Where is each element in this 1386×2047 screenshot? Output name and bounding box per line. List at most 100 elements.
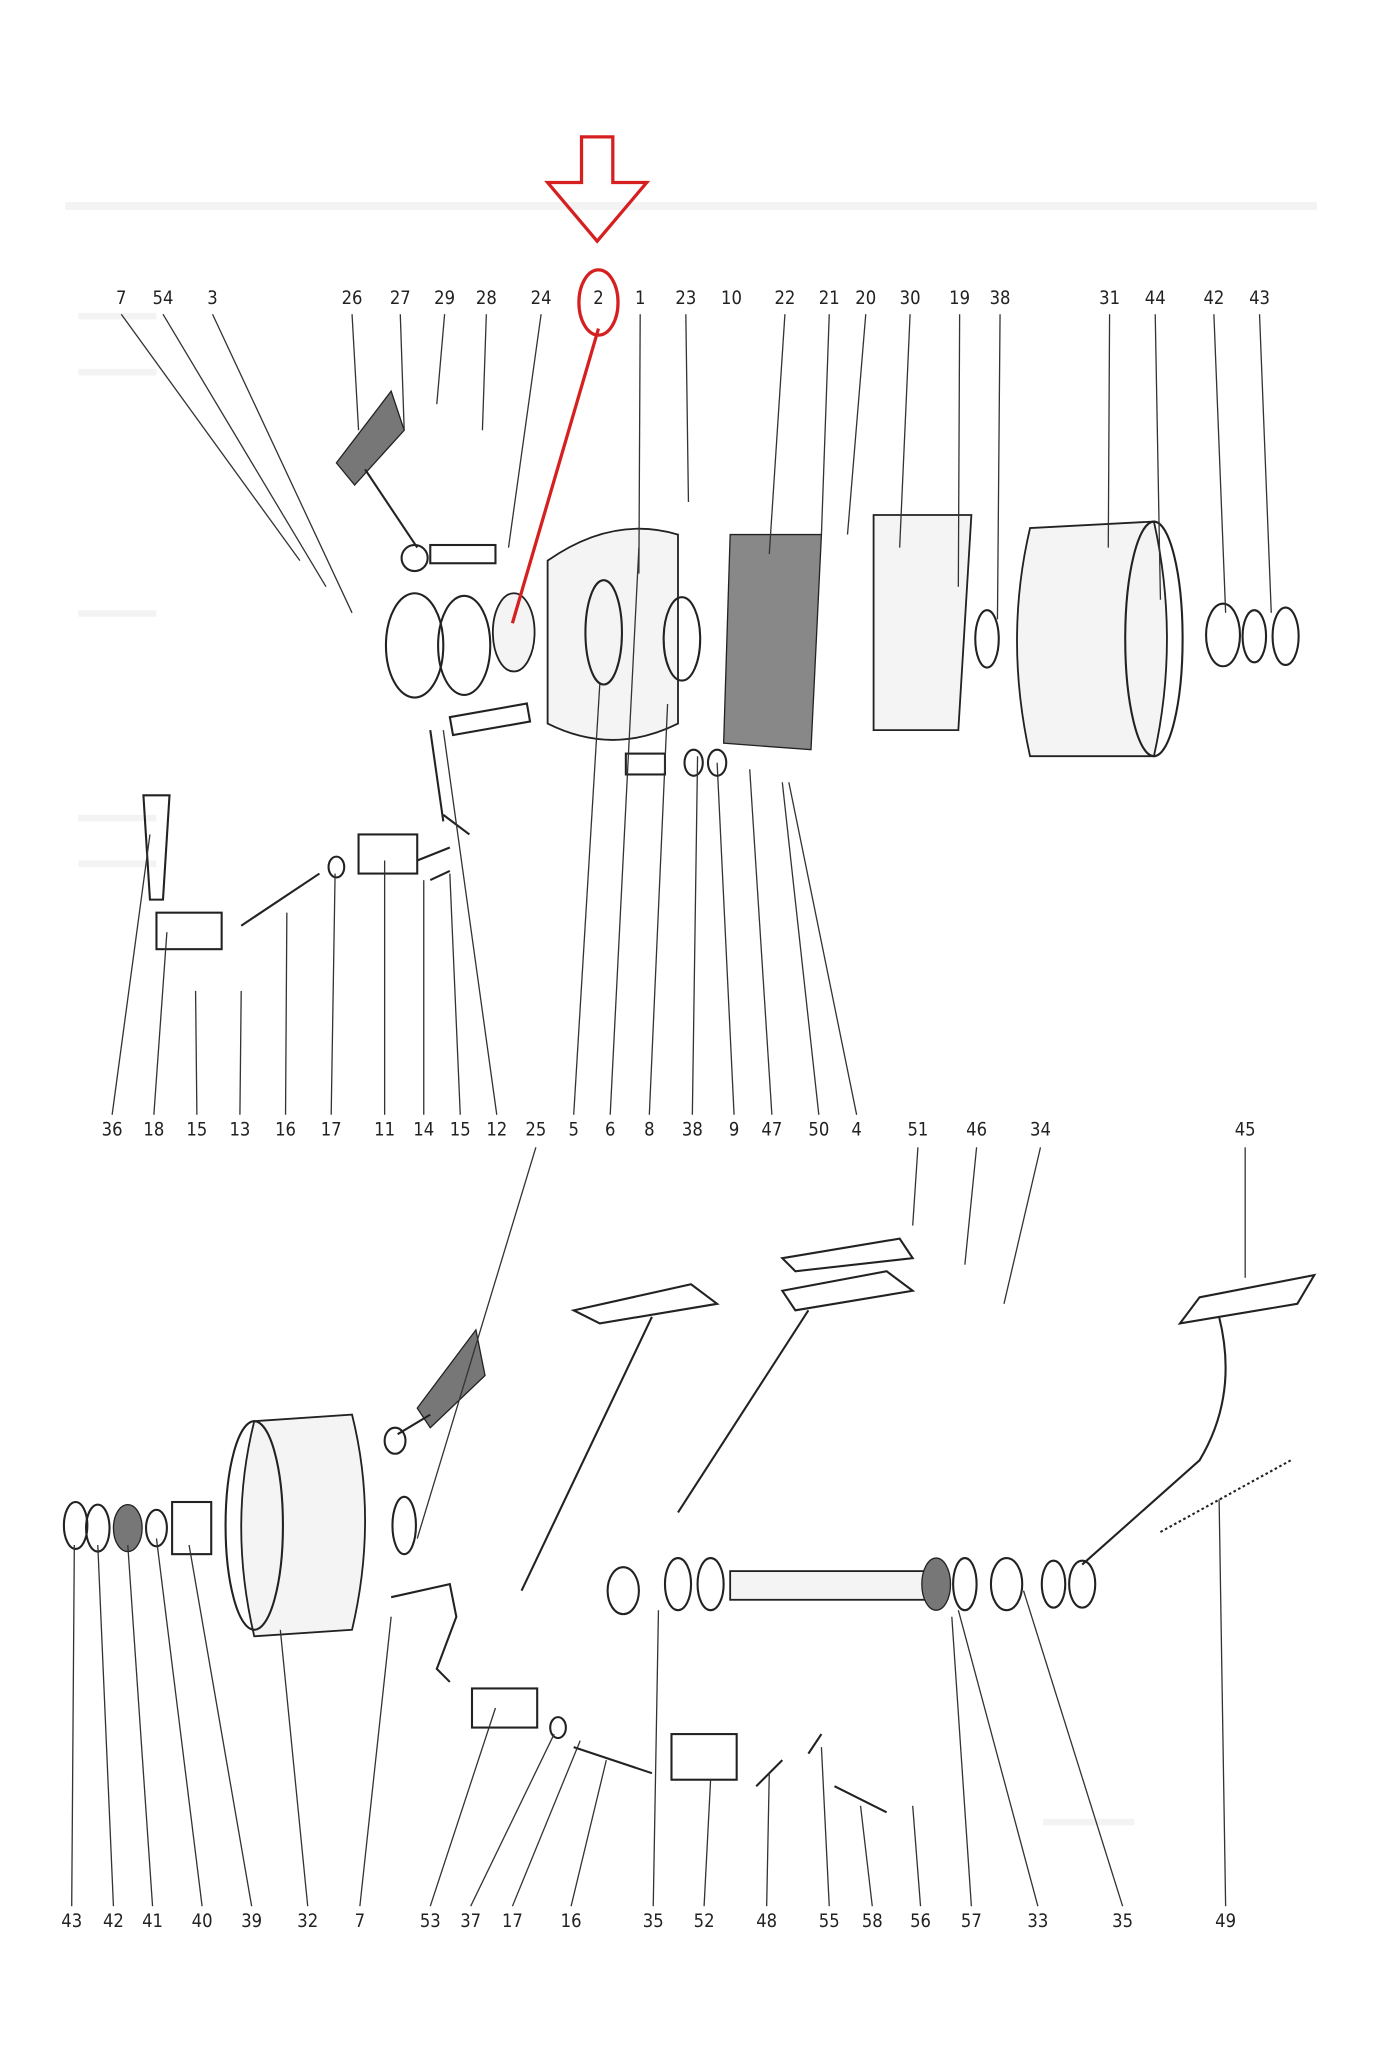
pedal-45: [1081, 1273, 1317, 1566]
part-label-26: 26: [342, 288, 363, 309]
leader-line: [351, 314, 360, 431]
part-label-17: 17: [502, 1911, 523, 1932]
part-label-21: 21: [819, 288, 840, 309]
leader-line: [284, 912, 288, 1115]
leader-line: [691, 756, 699, 1115]
part-label-45: 45: [1235, 1120, 1256, 1141]
part-label-11: 11: [374, 1120, 395, 1141]
brake-drum-lower: [240, 1413, 366, 1638]
leader-line: [859, 1805, 873, 1907]
leader-line: [703, 1779, 712, 1907]
part-label-4: 4: [851, 1120, 861, 1141]
pedal-47: [520, 1283, 720, 1592]
leader-line: [648, 704, 669, 1115]
leader-line: [820, 1747, 830, 1907]
leader-line: [239, 990, 242, 1115]
leader-line: [573, 684, 601, 1115]
spring-49: [1159, 1459, 1292, 1533]
brake-lining: [722, 533, 823, 751]
part-label-27: 27: [390, 288, 411, 309]
part-label-54: 54: [153, 288, 174, 309]
seal-ring-large: [384, 592, 445, 699]
part-label-43: 43: [1249, 288, 1270, 309]
leader-line: [194, 990, 198, 1115]
bearing-ring: [662, 596, 702, 682]
part-label-38: 38: [682, 1120, 703, 1141]
leader-line: [781, 782, 820, 1115]
part-label-13: 13: [229, 1120, 250, 1141]
leader-line: [1218, 1499, 1227, 1907]
part-label-15: 15: [186, 1120, 207, 1141]
lower-pedal-assembly: [62, 1237, 1317, 1814]
part-label-18: 18: [143, 1120, 164, 1141]
leader-line: [570, 1760, 607, 1907]
leader-line: [964, 1147, 978, 1265]
part-label-56: 56: [910, 1911, 931, 1932]
part-label-31: 31: [1099, 288, 1120, 309]
leader-line: [716, 762, 735, 1115]
part-label-48: 48: [756, 1911, 777, 1932]
part-label-34: 34: [1030, 1120, 1051, 1141]
part-label-16: 16: [561, 1911, 582, 1932]
part-label-24: 24: [531, 288, 552, 309]
part-label-20: 20: [855, 288, 876, 309]
part-label-28: 28: [476, 288, 497, 309]
leader-line: [996, 314, 1001, 620]
part-label-53: 53: [420, 1911, 441, 1932]
part-label-42: 42: [103, 1911, 124, 1932]
part-label-51: 51: [907, 1120, 928, 1141]
leader-line: [97, 1545, 115, 1907]
seal-ring: [437, 594, 492, 696]
leader-line: [685, 314, 690, 502]
leader-line: [846, 314, 867, 535]
part-label-39: 39: [241, 1911, 262, 1932]
leader-line: [638, 314, 641, 574]
bearing-2: [491, 592, 536, 673]
part-label-2: 2: [593, 288, 603, 309]
brake-drum: [1016, 520, 1168, 758]
part-label-35: 35: [643, 1911, 664, 1932]
leader-line: [768, 314, 786, 555]
nut: [1205, 602, 1242, 668]
brake-shoe: [872, 514, 973, 732]
part-label-8: 8: [644, 1120, 654, 1141]
part-label-16: 16: [275, 1120, 296, 1141]
upper-brake-assembly: [142, 389, 1300, 951]
leader-line: [951, 1616, 973, 1907]
part-label-17: 17: [321, 1120, 342, 1141]
leader-line: [1107, 314, 1111, 548]
part-label-33: 33: [1027, 1911, 1048, 1932]
leader-line: [211, 313, 353, 614]
part-label-42: 42: [1203, 288, 1224, 309]
part-label-7: 7: [116, 288, 126, 309]
leader-line: [899, 314, 911, 548]
leader-line: [1213, 314, 1227, 613]
brake-backplate: [546, 527, 679, 741]
part-label-25: 25: [525, 1120, 546, 1141]
part-label-37: 37: [460, 1911, 481, 1932]
part-label-41: 41: [142, 1911, 163, 1932]
highlight-circle: [577, 268, 620, 337]
leader-line: [957, 314, 961, 587]
leader-line: [359, 1616, 392, 1907]
leader-line: [399, 314, 405, 431]
part-label-1: 1: [635, 288, 645, 309]
part-label-55: 55: [819, 1911, 840, 1932]
part-label-9: 9: [729, 1120, 739, 1141]
part-label-40: 40: [192, 1911, 213, 1932]
leader-line: [1022, 1590, 1124, 1907]
part-label-22: 22: [774, 288, 795, 309]
leader-line: [279, 1629, 309, 1907]
leader-line: [912, 1805, 922, 1907]
part-label-43: 43: [61, 1911, 82, 1932]
leader-line: [111, 834, 151, 1115]
part-label-5: 5: [568, 1120, 578, 1141]
leader-line: [429, 1707, 497, 1907]
leader-line: [1258, 314, 1272, 613]
leader-line: [957, 1610, 1039, 1907]
leader-line: [155, 1538, 203, 1907]
part-label-49: 49: [1215, 1911, 1236, 1932]
part-label-19: 19: [949, 288, 970, 309]
highlight-part-2: [510, 135, 651, 624]
